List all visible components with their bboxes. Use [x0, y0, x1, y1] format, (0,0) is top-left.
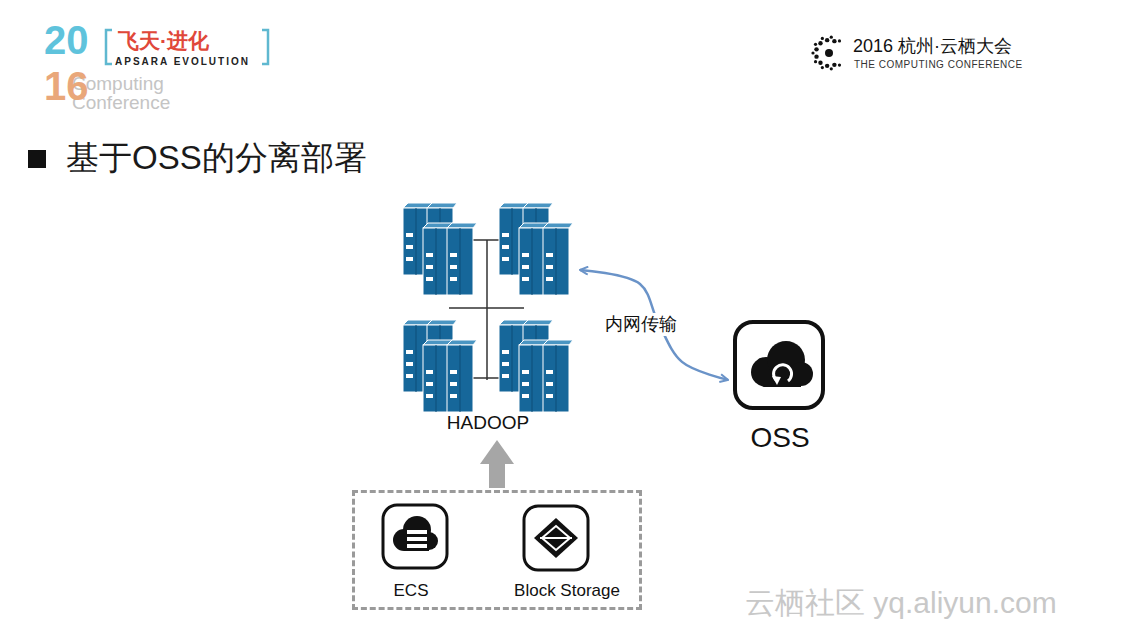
server-group — [403, 203, 477, 295]
conference-subtitle: THE COMPUTING CONFERENCE — [854, 60, 1023, 70]
conference-name: 2016 杭州·云栖大会 — [853, 37, 1012, 55]
logo-year: 20 — [44, 20, 89, 60]
conference-logo — [811, 36, 841, 71]
hadoop-cluster: HADOOP — [398, 198, 578, 438]
node-label: OSS — [750, 422, 809, 454]
logo-subtitle: APSARA EVOLUTION — [115, 57, 250, 67]
flow-arrow — [489, 464, 505, 488]
logo-bracket — [262, 30, 268, 64]
oss-icon — [735, 322, 823, 408]
ecs-icon — [383, 505, 447, 568]
block-storage-node: Block Storage — [506, 501, 628, 605]
server-group — [499, 203, 573, 295]
logo-title: 飞天·进化 — [118, 30, 209, 51]
ecs-node: ECS — [373, 501, 449, 605]
logo-bracket — [106, 30, 112, 64]
block-storage-icon — [524, 506, 588, 570]
edge-label: 内网传输 — [603, 313, 679, 336]
title-bullet — [28, 150, 46, 168]
slide-title: 基于OSS的分离部署 — [66, 139, 367, 177]
watermark: 云栖社区 yq.aliyun.com — [745, 588, 1057, 618]
server-group — [403, 320, 477, 412]
node-label: HADOOP — [447, 412, 529, 434]
network-link — [580, 270, 728, 380]
logo-year: 16 — [44, 66, 89, 106]
node-label: ECS — [394, 581, 429, 601]
oss-storage: OSS — [730, 316, 830, 458]
server-group — [499, 320, 573, 412]
node-label: Block Storage — [514, 581, 620, 601]
resource-group: ECS Block Storage — [352, 490, 642, 610]
